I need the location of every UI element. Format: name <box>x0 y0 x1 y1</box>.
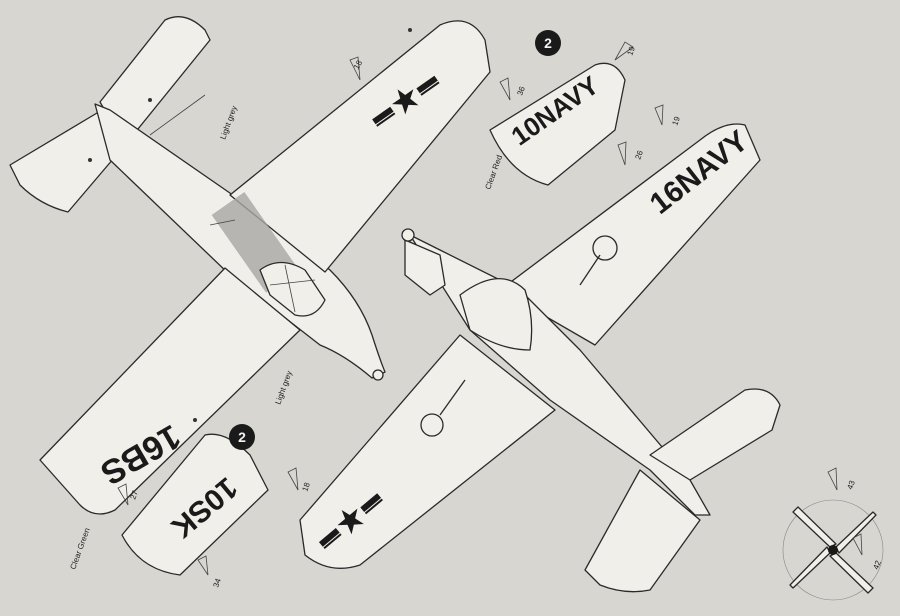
svg-text:34: 34 <box>211 577 223 589</box>
propeller-detail <box>782 499 884 601</box>
callout-19-mid: 19 <box>654 104 682 127</box>
svg-text:19: 19 <box>625 45 637 57</box>
left-upper-wing <box>39 267 301 515</box>
svg-text:43: 43 <box>845 479 857 491</box>
belly-fairing <box>459 277 533 351</box>
rivet <box>408 28 412 32</box>
tank-pylon <box>439 379 466 416</box>
svg-text:26: 26 <box>633 149 645 161</box>
svg-text:36: 36 <box>515 85 527 97</box>
aircraft-top-view: 16BS <box>9 16 491 515</box>
callout-26: 26 <box>617 141 645 166</box>
tank-pylon <box>579 254 601 286</box>
svg-text:19: 19 <box>670 115 682 127</box>
svg-text:27: 27 <box>128 489 140 501</box>
rivet <box>148 98 152 102</box>
panel-line <box>209 219 236 226</box>
wing-tank-right <box>592 235 618 261</box>
left-tail-stabilizer-lower <box>9 109 126 213</box>
aircraft-underside-view: 16NAVY <box>299 123 781 593</box>
callout-19-top: 19 <box>614 41 637 61</box>
callout-43: 43 <box>827 467 857 491</box>
wing-tank-left <box>420 413 444 437</box>
callout-34: 34 <box>197 555 223 589</box>
svg-text:2: 2 <box>238 429 246 445</box>
canopy <box>259 261 326 317</box>
star-and-bar-insignia <box>372 75 440 127</box>
underside-tail-left <box>584 469 701 593</box>
step-marker-lower: 2 <box>229 424 255 450</box>
propeller-spinner <box>372 369 384 381</box>
underside-spinner <box>401 228 415 242</box>
panel-line <box>149 94 206 136</box>
star-and-bar-insignia <box>318 493 383 550</box>
underside-cowling <box>404 239 446 296</box>
underside-tail-right <box>649 388 781 481</box>
decal-callouts: 18 19 36 26 19 27 34 18 43 42 <box>117 41 883 589</box>
svg-text:18: 18 <box>300 481 312 493</box>
callout-27: 27 <box>117 483 140 506</box>
step-marker-upper: 2 <box>535 30 561 56</box>
rivet <box>88 158 92 162</box>
callout-36: 36 <box>499 77 527 101</box>
svg-text:42: 42 <box>871 559 883 571</box>
left-tail-stabilizer <box>99 16 211 146</box>
callout-42: 42 <box>852 533 883 571</box>
rivet <box>193 418 197 422</box>
underside-right-wing <box>499 123 761 346</box>
canopy-frame <box>284 264 296 313</box>
callout-18-bottom: 18 <box>287 467 312 493</box>
svg-text:2: 2 <box>544 35 552 51</box>
canopy-frame <box>269 279 316 286</box>
